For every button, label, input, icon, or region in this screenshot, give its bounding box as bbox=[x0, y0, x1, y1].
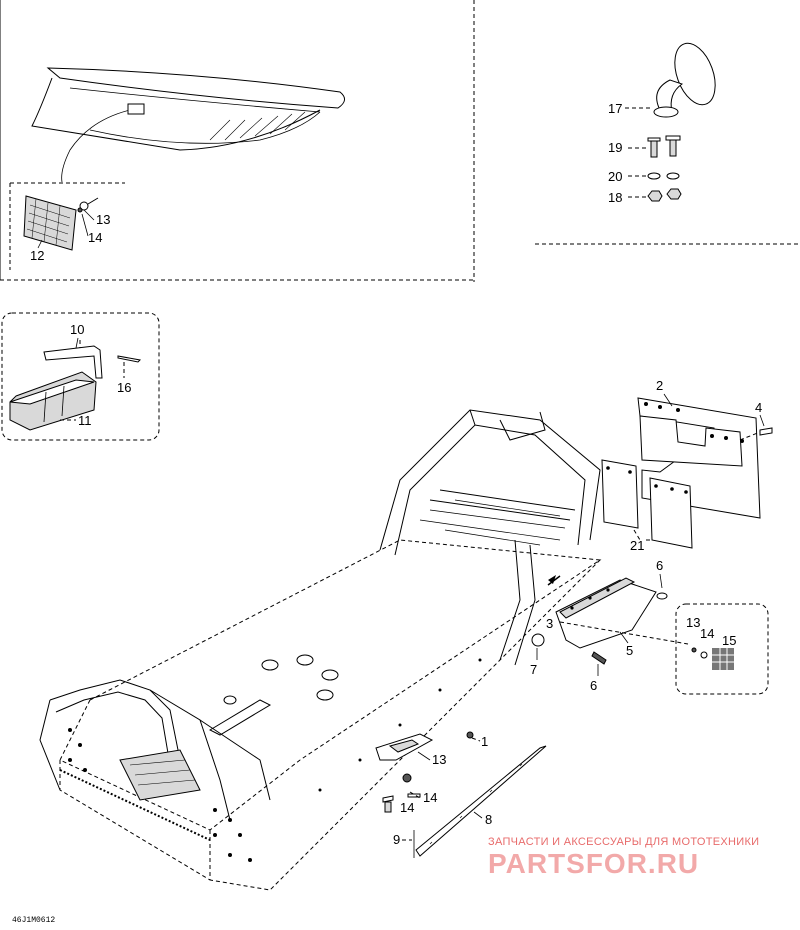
callout-17: 17 bbox=[608, 101, 622, 116]
watermark-tagline: ЗАПЧАСТИ И АКСЕССУАРЫ ДЛЯ МОТОТЕХНИКИ bbox=[488, 836, 760, 848]
callout-5: 5 bbox=[626, 643, 633, 658]
watermark-logo: PARTSFOR.RU bbox=[488, 848, 700, 879]
reflector-detail bbox=[9, 182, 125, 270]
callout-9: 9 bbox=[393, 832, 400, 847]
rear-deflector bbox=[547, 575, 689, 665]
reflector-decal-detail bbox=[675, 603, 769, 695]
callout-20: 20 bbox=[608, 169, 622, 184]
mirror-assembly bbox=[625, 42, 716, 202]
strap-detail bbox=[1, 312, 160, 441]
callout-2: 2 bbox=[656, 378, 663, 393]
callout-labels: 1 2 3 4 5 6 6 7 8 9 10 11 12 13 13 13 14… bbox=[30, 101, 765, 847]
callout-14-mid: 14 bbox=[423, 790, 437, 805]
callout-8: 8 bbox=[485, 812, 492, 827]
callout-3: 3 bbox=[546, 616, 553, 631]
callout-11: 11 bbox=[78, 413, 92, 428]
callout-10: 10 bbox=[70, 322, 84, 337]
hood-assembly bbox=[31, 67, 345, 183]
callout-14-box: 14 bbox=[700, 626, 714, 641]
callout-18: 18 bbox=[608, 190, 622, 205]
mud-flaps bbox=[601, 459, 693, 549]
callout-13-box: 13 bbox=[686, 615, 700, 630]
lower-parts bbox=[375, 633, 547, 858]
callout-6-upper: 6 bbox=[656, 558, 663, 573]
callout-15: 15 bbox=[722, 633, 736, 648]
callout-13-top: 13 bbox=[96, 212, 110, 227]
callout-19: 19 bbox=[608, 140, 622, 155]
callout-1: 1 bbox=[481, 734, 488, 749]
callout-14-top: 14 bbox=[88, 230, 102, 245]
callout-13-mid: 13 bbox=[432, 752, 446, 767]
callout-6-lower: 6 bbox=[590, 678, 597, 693]
callout-7: 7 bbox=[530, 662, 537, 677]
callout-14-low: 14 bbox=[400, 800, 414, 815]
section-dividers bbox=[0, 0, 800, 282]
callout-21: 21 bbox=[630, 538, 644, 553]
callout-16: 16 bbox=[117, 380, 131, 395]
callout-12: 12 bbox=[30, 248, 44, 263]
chassis-frame bbox=[39, 409, 602, 891]
callout-4: 4 bbox=[755, 400, 762, 415]
drawing-code: 46J1M0612 bbox=[12, 916, 56, 925]
